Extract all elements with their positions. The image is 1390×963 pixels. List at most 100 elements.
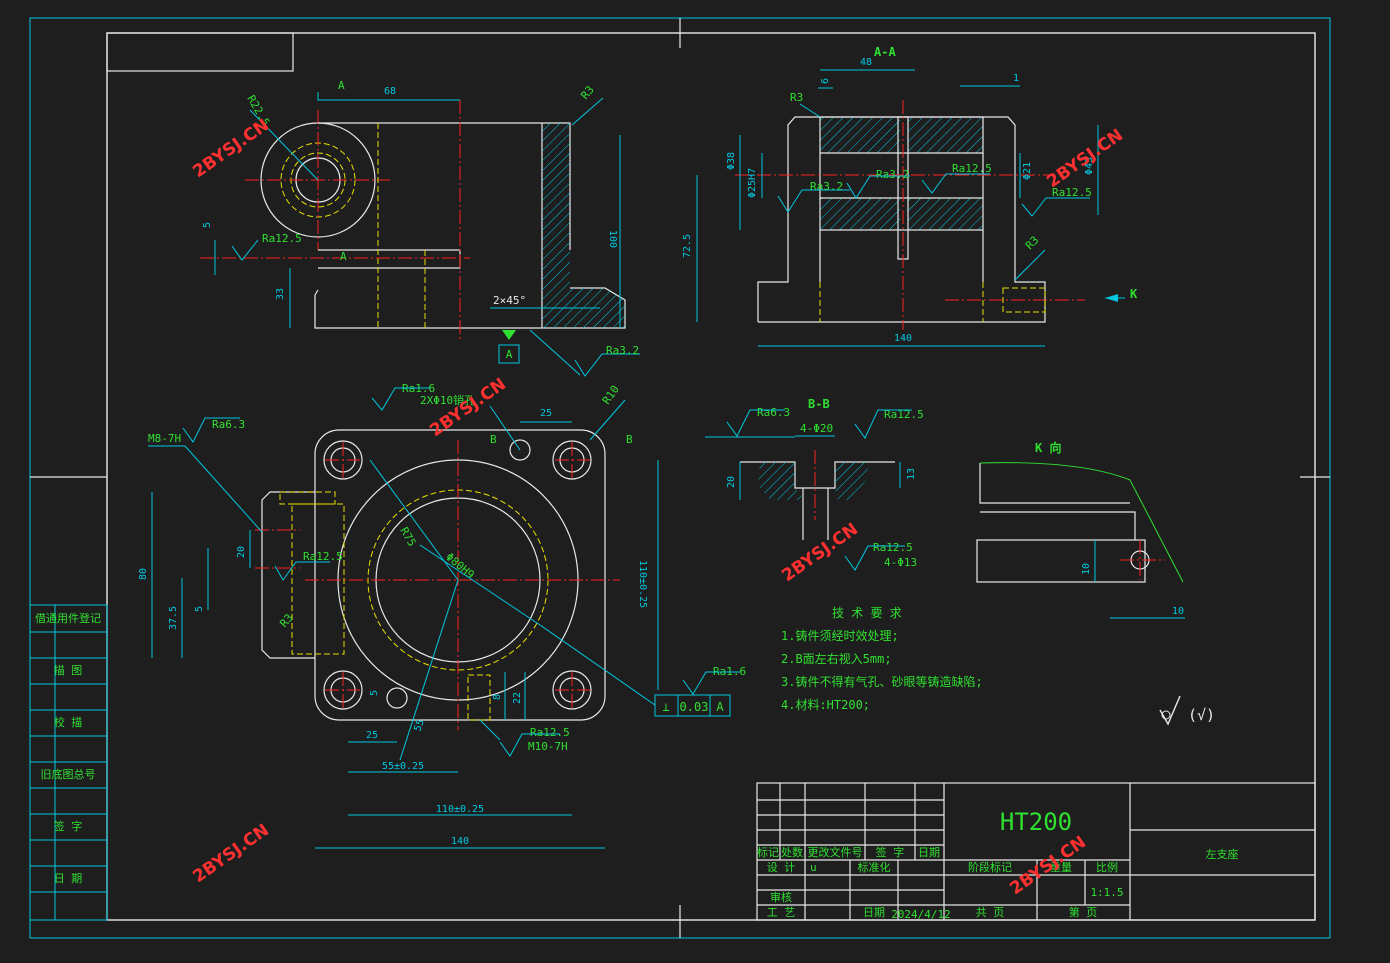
front-view: 68 100 33 5 Ra12.5 R3 2×45° R22.5 A A A … [200,79,640,377]
requirement-1: 1.铸件须经时效处理; [781,628,899,643]
review-label: 审核 [770,890,792,904]
dim-110-horizontal: 110±0.25 [436,804,484,815]
side-cell-2: 描 图 [54,663,83,677]
dim-55-025: 55±0.25 [382,761,424,772]
dim-22: 22 [512,692,523,704]
dim-20-plan: 20 [236,546,247,558]
row-label-4: 签 字 [876,845,905,859]
watermark-1: 2BYSJ.CN [189,115,272,182]
total-pages: 共 页 [976,906,1005,919]
date-label: 日期 [863,906,885,919]
holes-4x13: 4-Φ13 [884,556,917,569]
datum-a: A [506,348,513,361]
dim-8: 8 [492,694,503,700]
technical-requirements: 技 术 要 求 1.铸件须经时效处理; 2.B面左右视入5mm; 3.铸件不得有… [781,606,983,712]
requirement-3: 3.铸件不得有气孔、砂眼等铸造缺陷; [781,674,983,689]
section-bb-view: B-B 4-Φ20 20 13 Ra6.3 Ra12.5 Ra12.5 4-Φ1… [705,397,924,571]
dim-80: 80 [138,568,149,580]
r3-aa: R3 [790,91,803,104]
phi25: Φ25H7 [747,168,758,198]
section-aa-title: A-A [874,45,896,59]
chamfer-label: 2×45° [493,294,526,307]
row-label-1: 标记 [757,845,779,859]
dim-25-bottom: 25 [366,730,378,741]
design-label: 设 计 [767,861,796,874]
dim-48: 48 [860,57,872,68]
plan-view: 80 37.5 20 5 110±0.25 25 25 55±0.25 110±… [138,382,746,849]
ra63-bb: Ra6.3 [757,406,790,419]
watermark-2: 2BYSJ.CN [1043,125,1126,192]
dim-10-k: 10 [1081,563,1092,575]
dim-55: 55 [412,718,426,733]
weight-label: 重量 [1050,860,1072,874]
tol-value: 0.03 [680,700,709,714]
ra32-aa-a: Ra3.2 [810,180,843,193]
dim-33: 33 [275,288,286,300]
ra125-bb: Ra12.5 [884,408,924,421]
ra125-bottom: Ra12.5 [530,726,570,739]
ra125-aa-b: Ra12.5 [1052,186,1092,199]
design-value: u [810,861,817,874]
dim-5-plan: 5 [194,606,205,612]
side-cell-3: 校 描 [54,715,83,729]
r3-front: R3 [578,83,596,102]
holes-4x20: 4-Φ20 [800,422,833,435]
section-bb-title: B-B [808,397,830,411]
section-aa-view: A-A 48 6 1 R3 Φ38 Φ25H7 72.5 140 [682,45,1138,347]
dim-100: 100 [607,230,618,248]
stage-mark-label: 阶段标记 [968,860,1012,874]
scale-value: 1:1.5 [1090,886,1123,899]
dim-1: 1 [1013,73,1019,84]
watermark-3: 2BYSJ.CN [426,374,509,441]
tol-symbol: ⊥ [662,700,669,714]
watermark-5: 2BYSJ.CN [189,820,272,887]
row-label-3: 更改文件号 [808,845,863,859]
date-value: 2024/4/12 [891,908,951,921]
cut-a-top: A [338,79,345,92]
m8-label: M8-7H [148,432,181,445]
dim-140-plan: 140 [451,836,469,847]
r3-aa-b: R3 [1023,234,1042,253]
cut-a-bottom: A [340,250,347,263]
dim-5-bolt: 5 [369,690,380,696]
ra125-aa-a: Ra12.5 [952,162,992,175]
title-block: HT200 左支座 标记 处数 更改文件号 签 字 日期 设 计 u 标准化 审… [756,782,1316,921]
side-cell-5: 签 字 [54,819,83,833]
phi38: Φ38 [726,152,737,170]
dim-37-5: 37.5 [168,606,179,630]
side-cell-1: 借通用件登记 [35,611,101,625]
k-view-title: K 向 [1035,440,1061,455]
ra32-aa-b: Ra3.2 [876,168,909,181]
arrow-k: K [1130,287,1138,301]
dim-13-bb: 13 [906,468,917,480]
standard-label: 标准化 [858,860,891,874]
watermark-4: 2BYSJ.CN [778,519,861,586]
part-name: 左支座 [1206,847,1239,861]
row-label-5: 日期 [918,846,940,859]
scale-label: 比例 [1096,860,1118,874]
phi43: Φ43 [1084,157,1095,175]
watermark-6: 2BYSJ.CN [1006,832,1089,899]
dim-110-vertical: 110±0.25 [637,560,648,608]
side-cell-4: 旧底图总号 [41,767,96,781]
m10-label: M10-7H [528,740,568,753]
side-cell-6: 日 期 [54,872,83,885]
cut-b-right: B [626,433,633,446]
dim-68: 68 [384,86,396,97]
ra32-bottom: Ra3.2 [606,344,639,357]
general-roughness-symbol: (√) [1159,695,1215,726]
ra125-bb2: Ra12.5 [873,541,913,554]
dim-5-front: 5 [202,222,213,228]
r3-plan: R3 [277,611,295,630]
requirement-4: 4.材料:HT200; [781,698,870,712]
holes-2x: 2XΦ10销孔 [420,393,475,407]
ra125-plan: Ra12.5 [303,550,343,563]
tol-datum: A [716,700,724,714]
page-number: 第 页 [1069,905,1098,919]
side-table: 借通用件登记 描 图 校 描 旧底图总号 签 字 日 期 [29,604,108,921]
phi21: Φ21 [1022,162,1033,180]
drawing-frame [29,17,1331,939]
process-label: 工 艺 [767,906,796,919]
